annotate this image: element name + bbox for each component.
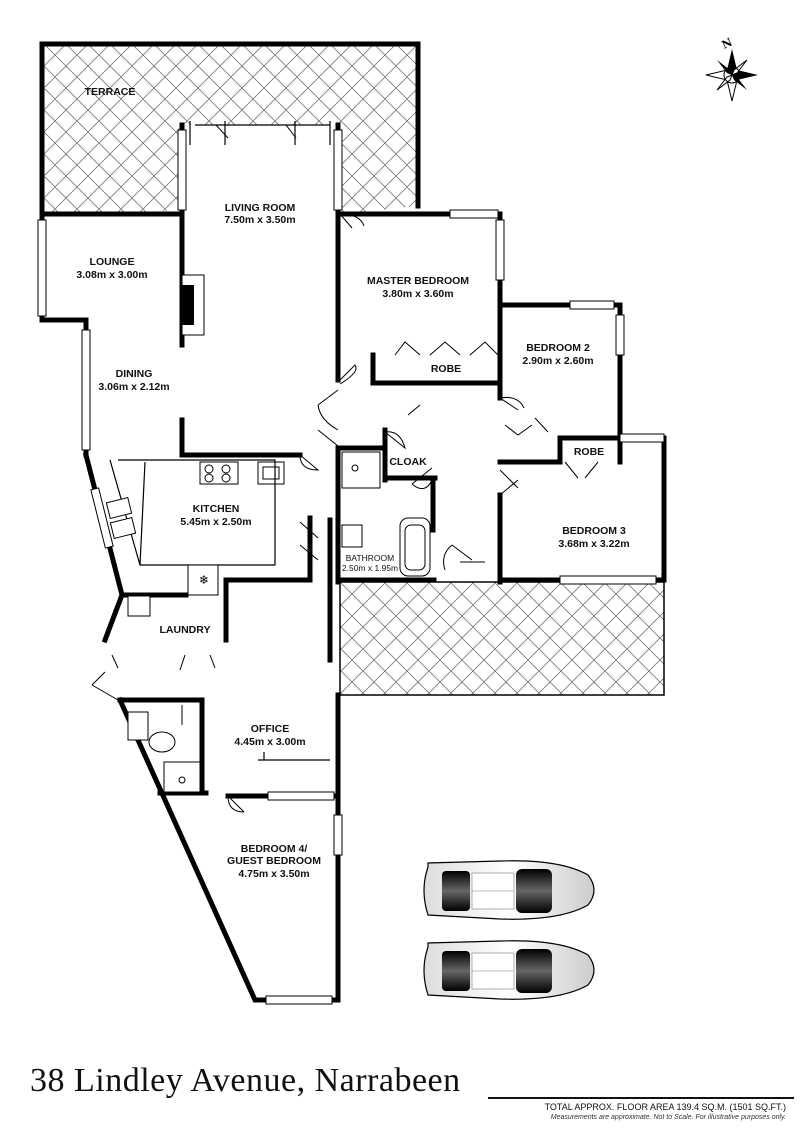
terrace-doors [189,121,331,145]
room-labels: TERRACE LIVING ROOM 7.50m x 3.50m LOUNGE… [76,86,629,880]
living-room-label: LIVING ROOM [225,202,296,214]
car-icon [423,860,595,920]
robe-label: ROBE [431,363,461,375]
wc-fixtures [127,711,201,793]
car-icon [423,940,595,1000]
bedroom-4-size: 4.75m x 3.50m [238,868,309,880]
cloak-label: CLOAK [389,456,427,468]
lounge-label: LOUNGE [90,256,135,268]
bedroom-3-label: BEDROOM 3 [562,525,626,537]
dining-size: 3.06m x 2.12m [98,381,169,393]
bathroom-size: 2.50m x 1.95m [342,563,398,573]
robe-2-label: ROBE [574,446,604,458]
master-bedroom-label: MASTER BEDROOM [367,275,469,287]
floor-area-text: TOTAL APPROX. FLOOR AREA 139.4 SQ.M. (15… [544,1102,786,1112]
guest-bedroom-label: GUEST BEDROOM [227,855,321,867]
disclaimer-text: Measurements are approximate. Not to Sca… [550,1114,786,1121]
bedroom-2-label: BEDROOM 2 [526,342,590,354]
fireplace [181,274,205,336]
bathroom-label: BATHROOM [346,553,394,563]
windows [37,129,665,1005]
courtyard-area [339,581,665,696]
compass-rose-icon: N [705,36,758,102]
doors [91,213,599,813]
snowflake-icon: ❄ [199,573,209,587]
kitchen-fixtures [105,459,285,596]
living-room-size: 7.50m x 3.50m [224,214,295,226]
office-label: OFFICE [251,723,290,735]
kitchen-label: KITCHEN [193,503,240,515]
bedroom-2-size: 2.90m x 2.60m [522,355,593,367]
bathroom-fixtures [127,451,431,617]
footer-divider [488,1097,794,1099]
dining-label: DINING [116,368,153,380]
north-label: N [720,36,735,52]
laundry-label: LAUNDRY [160,624,211,636]
terrace-label: TERRACE [85,86,136,98]
lounge-size: 3.08m x 3.00m [76,269,147,281]
kitchen-size: 5.45m x 2.50m [180,516,251,528]
office-size: 4.45m x 3.00m [234,736,305,748]
bedroom-4-label: BEDROOM 4/ [241,843,308,855]
master-bedroom-size: 3.80m x 3.60m [382,288,453,300]
property-address: 38 Lindley Avenue, Narrabeen [30,1062,461,1099]
bedroom-3-size: 3.68m x 3.22m [558,538,629,550]
terrace-area [42,44,418,216]
